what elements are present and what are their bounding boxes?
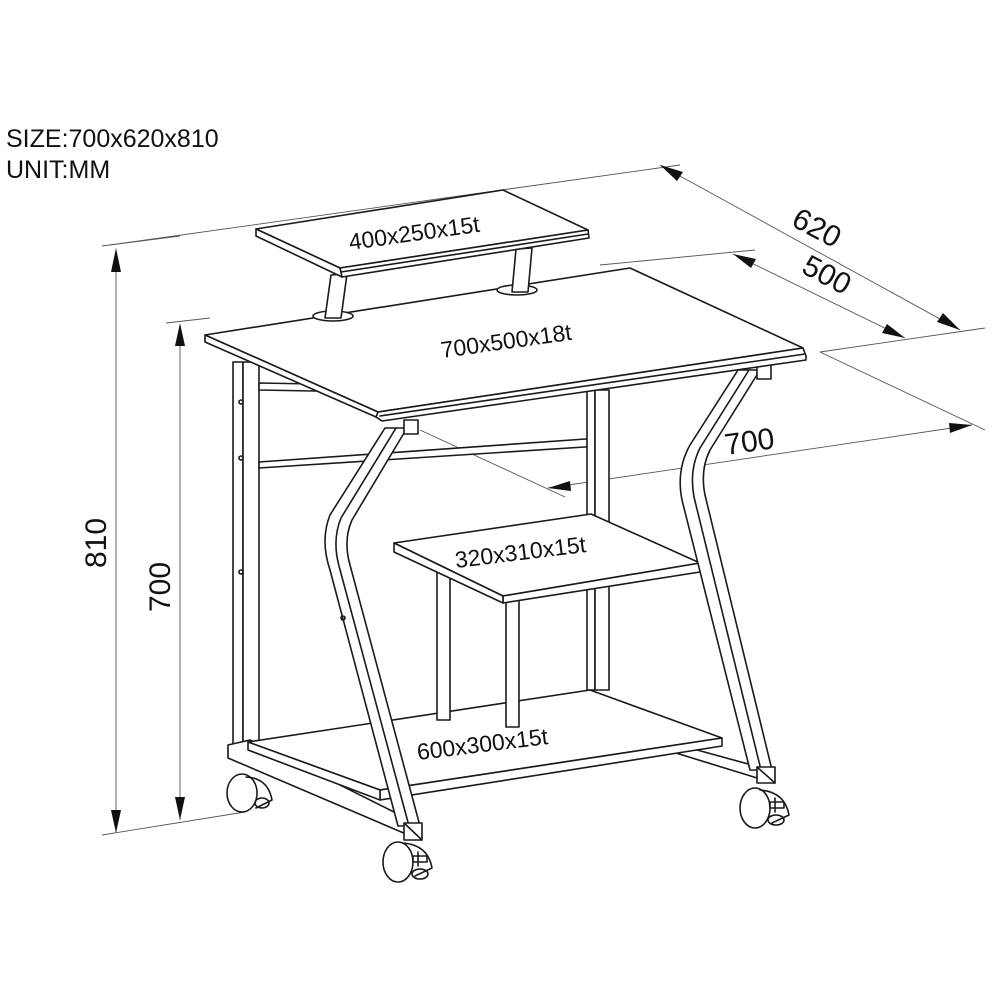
desktop-group: 700x500x18t xyxy=(204,267,807,422)
dimension-lines xyxy=(101,164,986,836)
caster-front-right xyxy=(739,787,790,829)
monitor-shelf-group: 400x250x15t xyxy=(255,189,590,319)
dim-desktop-depth: 500 xyxy=(797,249,857,302)
caster-front-left xyxy=(382,841,433,883)
front-right-leg xyxy=(679,364,776,784)
dim-width: 700 xyxy=(722,422,776,462)
bottom-shelf-group: 600x300x15t xyxy=(227,689,771,841)
spec-block: SIZE:700x620x810 UNIT:MM xyxy=(6,124,219,186)
caster-back-left xyxy=(226,773,273,813)
dim-total-height: 810 xyxy=(80,518,113,568)
middle-shelf-group: 320x310x15t xyxy=(393,513,701,728)
size-spec: SIZE:700x620x810 xyxy=(6,125,219,153)
brake-icon xyxy=(412,851,428,867)
dim-desktop-height: 700 xyxy=(144,562,177,612)
front-left-leg xyxy=(324,419,423,841)
brake-icon xyxy=(769,797,785,813)
unit-spec: UNIT:MM xyxy=(6,156,111,184)
dim-total-depth: 620 xyxy=(787,202,847,255)
